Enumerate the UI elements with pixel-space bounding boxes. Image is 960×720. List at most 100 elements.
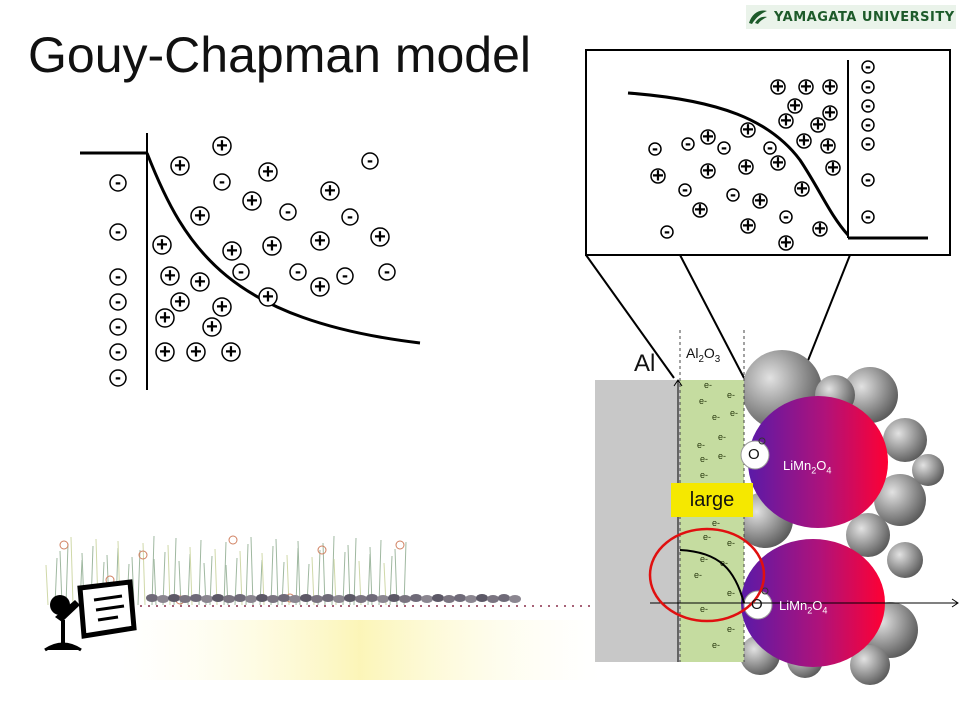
limn-label-sub2: 4 <box>822 605 828 616</box>
flower-bud <box>317 545 327 555</box>
carbon-particle <box>874 474 926 526</box>
yamagata-leaf-icon <box>749 10 767 24</box>
cation-symbol: + <box>190 271 210 293</box>
cation-symbol: + <box>155 341 175 363</box>
svg-text:-: - <box>865 76 871 96</box>
cation-symbol: + <box>787 95 803 117</box>
svg-text:+: + <box>754 190 766 212</box>
limn-label-sub1: 2 <box>811 465 817 476</box>
cation-symbol: + <box>810 114 826 136</box>
svg-text:+: + <box>702 126 714 148</box>
anion-symbol: - <box>861 206 875 226</box>
pebble <box>212 594 224 602</box>
pebble <box>245 595 257 603</box>
aluminum-collector <box>595 380 680 662</box>
pebble <box>476 594 488 602</box>
svg-text:-: - <box>115 367 121 387</box>
svg-text:-: - <box>865 114 871 134</box>
svg-text:-: - <box>783 206 789 226</box>
grass-blade <box>65 543 69 606</box>
cation-symbol: + <box>794 178 810 200</box>
electron-symbol: e- <box>699 396 707 406</box>
grass-blade <box>331 535 335 606</box>
svg-text:-: - <box>664 221 670 241</box>
cation-symbol: + <box>825 157 841 179</box>
electron-symbol: e- <box>718 432 726 442</box>
svg-text:-: - <box>682 179 688 199</box>
svg-text:+: + <box>822 135 834 157</box>
anion-symbol: - <box>361 150 379 170</box>
flower-bud <box>228 535 238 545</box>
grass-blade <box>378 539 382 606</box>
inset-potential-curve <box>627 91 850 237</box>
svg-text:+: + <box>824 102 836 124</box>
electron-symbol: e- <box>700 554 708 564</box>
electron-symbol: e- <box>703 532 711 542</box>
svg-text:-: - <box>367 150 373 170</box>
pebble <box>443 595 455 603</box>
carbon-particle <box>887 542 923 578</box>
electron-symbol: e- <box>694 570 702 580</box>
grass-blade <box>70 536 74 606</box>
svg-text:+: + <box>800 76 812 98</box>
cation-symbol: + <box>221 341 241 363</box>
cation-symbol: + <box>740 215 756 237</box>
electron-symbol: e- <box>704 380 712 390</box>
pebble <box>267 595 279 603</box>
cation-symbol: + <box>152 234 172 256</box>
svg-text:+: + <box>262 286 274 308</box>
svg-text:-: - <box>865 133 871 153</box>
cation-symbol: + <box>778 232 794 254</box>
pebble <box>487 595 499 603</box>
cation-symbol: + <box>738 156 754 178</box>
anion-symbol: - <box>289 261 307 281</box>
limn-label-main: LiMn <box>779 598 808 613</box>
cation-symbol: + <box>692 199 708 221</box>
electron-symbol: e- <box>700 470 708 480</box>
grass-blade <box>198 539 202 606</box>
inset-ions: ---------------++++++++++++++++++++++ <box>648 56 875 254</box>
svg-text:-: - <box>285 201 291 221</box>
svg-text:+: + <box>694 199 706 221</box>
limn-label-sub2: 4 <box>826 465 832 476</box>
pebble <box>498 594 510 602</box>
pebble <box>421 595 433 603</box>
limn-label-sub1: 2 <box>807 605 813 616</box>
university-logo: YAMAGATA UNIVERSITY <box>746 5 956 29</box>
interface-potential-curve <box>679 549 745 604</box>
cation-symbol: + <box>700 126 716 148</box>
pebble-decoration <box>146 594 521 603</box>
grass-blade <box>173 537 177 606</box>
cation-symbol: + <box>155 307 175 329</box>
svg-text:-: - <box>865 56 871 76</box>
cation-symbol: + <box>650 165 666 187</box>
svg-text:+: + <box>824 76 836 98</box>
pebble <box>355 595 367 603</box>
pebble <box>190 594 202 602</box>
anion-symbol: - <box>648 138 662 158</box>
grass-blade <box>250 536 254 606</box>
electron-symbol: e- <box>712 640 720 650</box>
grass-blade <box>245 543 249 606</box>
anion-symbol: - <box>341 206 359 226</box>
cation-symbol: + <box>798 76 814 98</box>
anion-symbol: - <box>861 56 875 76</box>
electron-symbol: e- <box>712 412 720 422</box>
pebble <box>278 594 290 602</box>
cation-symbol: + <box>190 205 210 227</box>
electron-symbol: e- <box>700 604 708 614</box>
pebble <box>509 595 521 603</box>
svg-text:-: - <box>730 184 736 204</box>
potential-decay-curve <box>145 152 421 345</box>
svg-text:+: + <box>742 119 754 141</box>
electron-symbol: e- <box>727 390 735 400</box>
pebble <box>157 595 169 603</box>
oxygen-charge-top <box>758 437 766 445</box>
limn2o4-label-top: LiMn2O4 <box>783 458 831 476</box>
pebble <box>344 594 356 602</box>
grass-blade <box>275 538 279 606</box>
pebble <box>399 595 411 603</box>
large-label: large <box>671 483 753 517</box>
oxygen-label-bottom: O <box>751 596 763 613</box>
